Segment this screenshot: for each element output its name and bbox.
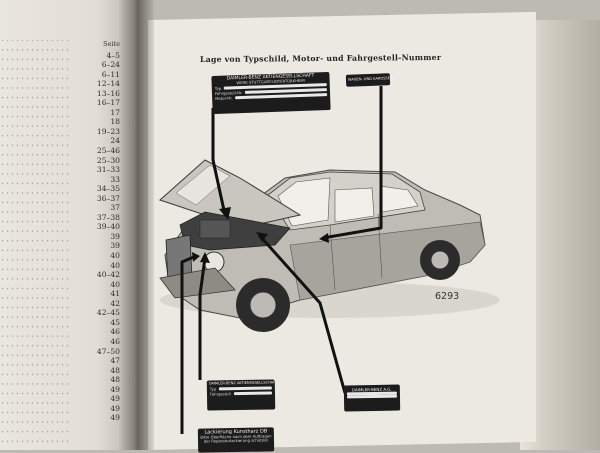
arrow-type-plate <box>211 108 227 216</box>
page-number-entry: 49 <box>110 413 120 423</box>
page-number-entry: 46 <box>110 336 120 346</box>
page-number-entry: 39 <box>110 241 120 251</box>
front-door-window <box>334 187 375 223</box>
page-number-entry: 6–11 <box>101 69 120 79</box>
page-number-entry: 36–37 <box>96 193 120 203</box>
book-spine <box>118 0 154 450</box>
page-number-entry: 40 <box>110 260 120 270</box>
page-number-entry: 31–33 <box>96 165 120 175</box>
front-bumper <box>159 267 236 299</box>
page-number-entry: 47 <box>110 356 120 366</box>
page-number-entry: 25–30 <box>96 155 120 165</box>
chassis-plate: WAGEN- UND KAROSSERIE <box>345 73 396 87</box>
engine-plate-row: Fahrgestell <box>207 390 275 397</box>
page-number-entry: 48 <box>110 375 120 385</box>
page-number-entry: 34–35 <box>96 184 120 194</box>
page-number-entry: 40 <box>110 279 120 289</box>
page-number-entry: 39–40 <box>96 222 120 232</box>
page-number-entry: 12–14 <box>96 79 120 89</box>
page-number-entry: 17 <box>110 107 120 117</box>
right-plate-row <box>344 394 400 399</box>
leader-lines <box>180 86 383 434</box>
page-number-entry: 48 <box>110 365 120 375</box>
page-number-entry: 16–17 <box>96 98 120 108</box>
engine-plate: DAIMLER-BENZ AKTIENGESELLSCHAFT Typ Fahr… <box>206 379 278 411</box>
page-number-entry: 40–42 <box>96 270 120 280</box>
page-number-entry: 47–50 <box>96 346 120 356</box>
arrow-chassis-plate <box>322 86 383 240</box>
engine-block <box>199 219 231 239</box>
figure-number: 6293 <box>435 291 460 302</box>
arrow-engine-plate <box>198 257 207 380</box>
page-number-entry: 25–46 <box>96 146 120 156</box>
type-plate: DAIMLER-BENZ AKTIENGESELLSCHAFT WERK STU… <box>211 71 331 115</box>
page-number-entry: 18 <box>110 117 120 127</box>
page-number-entry: 41 <box>110 289 120 299</box>
page-number-entry: 49 <box>110 384 120 394</box>
arrow-right-plate <box>258 234 347 394</box>
paint-plate-line: der Reparaturlackierung schützen <box>203 437 269 444</box>
right-plate: DAIMLER-BENZ A.G. <box>343 384 401 412</box>
page-number-entry: 49 <box>110 403 120 413</box>
page-number-entry: 19–23 <box>96 126 120 136</box>
page-number-entry: 45 <box>110 317 120 327</box>
page-number-entry: 37 <box>110 203 120 213</box>
page-number-entry: 46 <box>110 327 120 337</box>
page-number-entry: 49 <box>110 394 120 404</box>
engine-plate-header: DAIMLER-BENZ AKTIENGESELLSCHAFT <box>208 380 278 386</box>
page-number-entry: 42 <box>110 298 120 308</box>
chassis-plate-header: WAGEN- UND KAROSSERIE <box>347 76 396 82</box>
arrow-paint-plate <box>180 254 197 434</box>
page-number-entry: 33 <box>110 174 120 184</box>
page-number-entry: 4–5 <box>106 50 120 60</box>
page-number-entry: 6–24 <box>101 60 120 70</box>
paint-plate: Lackierung Kunstharz DB Bitte Oberfläche… <box>197 427 275 453</box>
page-number-entry: 42–45 <box>96 308 120 318</box>
leader-dots <box>0 40 70 450</box>
list-header: Seite <box>103 40 120 48</box>
page-number-entry: 39 <box>110 231 120 241</box>
page-number-entry: 40 <box>110 251 120 261</box>
page-number-entry: 24 <box>110 136 120 146</box>
page-number-entry: 13–16 <box>96 88 120 98</box>
page-number-entry: 37–38 <box>96 212 120 222</box>
